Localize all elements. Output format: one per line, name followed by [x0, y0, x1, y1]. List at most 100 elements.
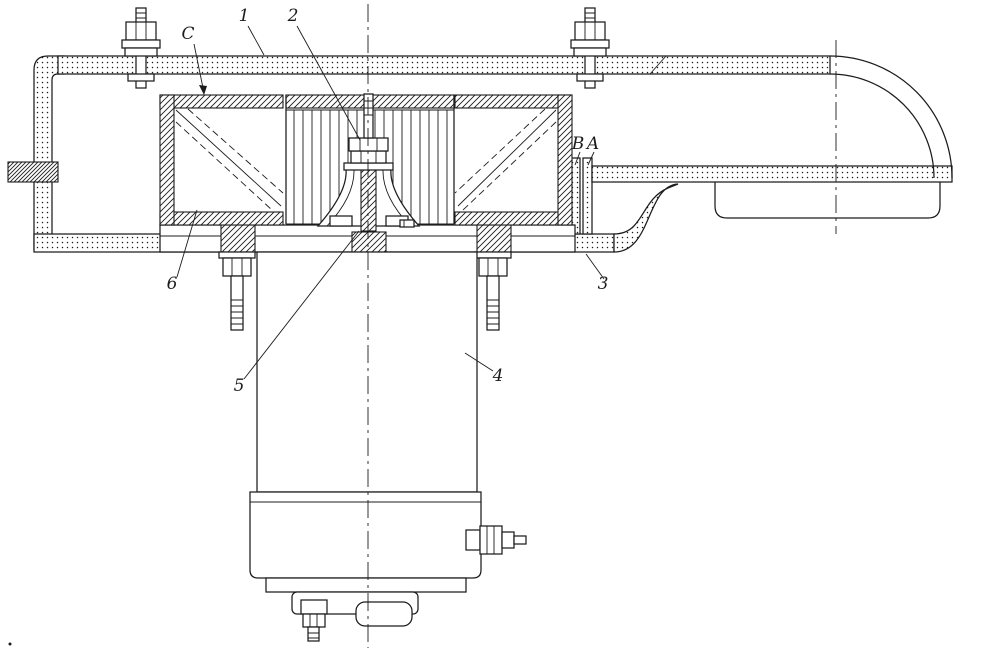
- elbow-inner-arc: [829, 73, 935, 179]
- section-letter-c: C: [181, 24, 194, 44]
- terminal-collar: [501, 531, 515, 549]
- bolt-washer: [570, 39, 610, 49]
- motor-bolt-right: [474, 251, 512, 331]
- bolt-stud-threads: [487, 299, 499, 325]
- leader-5: [243, 230, 360, 380]
- bottom-plug-nut: [302, 613, 326, 628]
- shaft-lock-nut: [350, 150, 387, 164]
- bottom-plug-threads: [308, 632, 319, 639]
- leader-2: [296, 25, 361, 141]
- plate-hub-boss: [351, 231, 387, 253]
- hub-base-left: [329, 215, 353, 227]
- bottom-plug-nut-facets: [309, 614, 318, 627]
- housing-side-flange: [7, 161, 59, 183]
- bolt-nut-facets: [584, 22, 596, 40]
- bottom-plug-stud: [307, 626, 320, 642]
- callout-3-label: 3: [598, 274, 609, 294]
- bolt-nut: [574, 21, 606, 41]
- bolt-lower-washer: [576, 73, 604, 82]
- callout-2-label: 2: [287, 6, 299, 26]
- bolt-stud-threads: [231, 299, 243, 325]
- bottom-plug-body: [300, 599, 328, 615]
- motor-shaft-section: [360, 168, 377, 232]
- impeller-side-plates: [285, 95, 455, 224]
- section-letter-b: B: [571, 134, 585, 154]
- bottom-boss: [355, 601, 413, 627]
- outlet-duct: [591, 55, 953, 253]
- cone-right-hidden-line-1: [462, 121, 557, 211]
- housing-left-wall: [33, 55, 65, 251]
- motor-bolt-left: [218, 251, 256, 331]
- center-lines: [367, 4, 837, 648]
- motor-end-cap: [249, 491, 482, 579]
- bolt-stud-threads: [585, 12, 595, 19]
- shaft-stud-threads: [364, 100, 373, 116]
- bolt-nut-facets: [231, 258, 243, 276]
- cone-right-hidden-line-2: [454, 108, 546, 194]
- electric-motor: [249, 251, 527, 642]
- callout-5-label: 5: [234, 376, 245, 396]
- bolt-spacer: [124, 47, 158, 57]
- mounting-plate: [159, 224, 576, 253]
- cone-left-bottom-wall: [159, 211, 284, 226]
- shaft-stud: [363, 93, 374, 139]
- outlet-flange-tray: [714, 182, 941, 219]
- bolt-nut: [222, 257, 252, 277]
- elbow-outer-arc: [829, 55, 953, 179]
- terminal-nut: [479, 525, 503, 555]
- callout-6-label: 6: [167, 274, 178, 294]
- bolt-stud-threads: [136, 12, 146, 19]
- cone-left-hidden-line-2: [187, 108, 284, 194]
- ink-speck: [8, 642, 12, 646]
- cone-right-side-wall: [557, 94, 573, 226]
- bolt-stud: [486, 275, 500, 331]
- cone-left-hidden-line-1: [175, 121, 273, 211]
- inlet-cone-left: [159, 94, 284, 226]
- callouts: 1 2 3 4 5 6 C B A: [167, 6, 609, 396]
- leader-b: [574, 151, 581, 166]
- impeller: [285, 93, 455, 232]
- plate-bolt-boss-left: [220, 224, 256, 253]
- bolt-nut: [478, 257, 508, 277]
- hub-base-bolt: [399, 219, 415, 228]
- leader-c-arrowhead: [199, 85, 207, 95]
- leader-3: [585, 253, 605, 280]
- cone-right-surface: [457, 109, 557, 207]
- bolt-nut-facets: [487, 258, 499, 276]
- leader-4: [464, 352, 494, 372]
- housing-inner-wall-a: [582, 157, 593, 235]
- top-mounting-bolt-right: [570, 7, 610, 89]
- duct-floor: [591, 165, 953, 183]
- section-letter-a: A: [585, 134, 599, 154]
- leader-a: [587, 151, 595, 166]
- cone-left-side-wall: [159, 94, 175, 226]
- leader-1: [247, 25, 265, 56]
- callout-1-label: 1: [239, 6, 250, 26]
- duct-transition-shell: [613, 183, 679, 253]
- bolt-stud: [230, 275, 244, 331]
- callout-4-label: 4: [492, 366, 504, 386]
- fan-housing: [7, 55, 831, 253]
- bolt-spacer: [573, 47, 607, 57]
- cone-right-top-wall: [454, 94, 573, 109]
- bolt-washer: [121, 39, 161, 49]
- terminal-stud: [513, 535, 527, 545]
- motor-bottom-step: [265, 577, 467, 593]
- bolt-nut-facets: [135, 22, 147, 40]
- cone-left-surface: [175, 109, 282, 207]
- leader-6: [176, 209, 198, 278]
- shaft-lock-nut-facets: [360, 151, 377, 163]
- bolt-lower-washer: [127, 73, 155, 82]
- top-mounting-bolt-left: [121, 7, 161, 89]
- bolt-washer: [218, 251, 256, 259]
- motor-body: [256, 251, 478, 493]
- shaft-nut-facets: [359, 138, 378, 151]
- inlet-cone-right: [454, 94, 573, 226]
- terminal-spacer: [465, 529, 481, 551]
- cone-right-bottom-wall: [454, 211, 573, 226]
- bolt-nut: [125, 21, 157, 41]
- shaft-nut: [348, 137, 389, 152]
- cone-left-top-wall: [159, 94, 284, 109]
